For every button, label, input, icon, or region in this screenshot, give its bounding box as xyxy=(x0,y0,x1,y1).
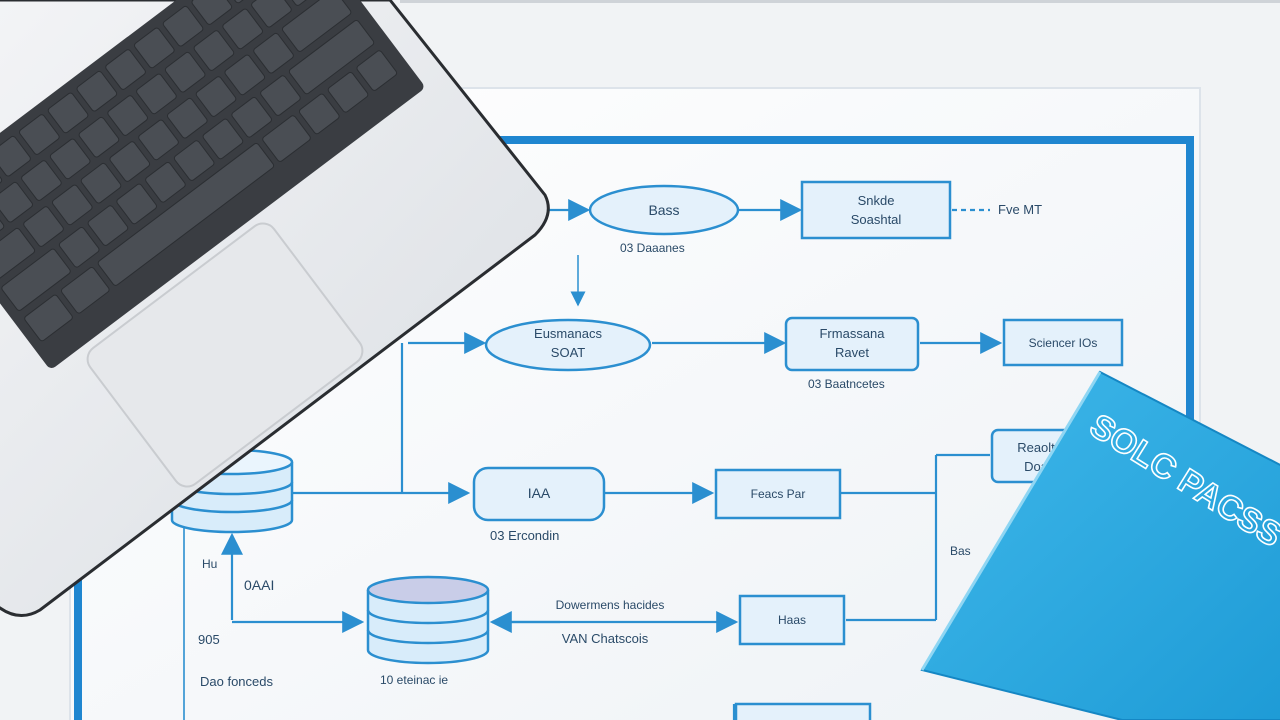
svg-text:Frmassana: Frmassana xyxy=(819,326,885,341)
label-905: 905 xyxy=(198,632,220,647)
node-iaa: IAA xyxy=(472,466,606,522)
label-eteinac: 10 eteinac ie xyxy=(380,673,448,687)
blue-book: SOLC PACSS xyxy=(920,370,1280,720)
svg-text:Ravet: Ravet xyxy=(835,345,869,360)
label-baatncetes: 03 Baatncetes xyxy=(808,377,885,391)
svg-text:Eusmanacs: Eusmanacs xyxy=(534,326,602,341)
laptop xyxy=(0,0,550,617)
node-eusmanacs: Eusmanacs SOAT xyxy=(484,318,652,372)
label-dowermens: Dowermens hacides xyxy=(556,598,665,612)
node-sciencer: Sciencer IOs xyxy=(1002,318,1124,367)
node-bottom xyxy=(734,702,872,720)
svg-text:Sciencer IOs: Sciencer IOs xyxy=(1029,336,1098,350)
node-frmassana: Frmassana Ravet xyxy=(784,316,920,372)
label-ercondin: 03 Ercondin xyxy=(490,528,559,543)
laptop-keyboard xyxy=(0,0,424,368)
label-van: VAN Chatscois xyxy=(562,631,649,646)
svg-text:Feacs Par: Feacs Par xyxy=(751,487,806,501)
svg-text:IAA: IAA xyxy=(528,485,551,501)
label-fve-mt: Fve MT xyxy=(998,202,1042,217)
svg-text:Haas: Haas xyxy=(778,613,806,627)
svg-text:SOAT: SOAT xyxy=(551,345,585,360)
database-icon-center xyxy=(366,575,490,665)
node-snkde: Snkde Soashtal xyxy=(800,180,952,240)
connectors xyxy=(183,199,1003,720)
svg-text:Snkde: Snkde xyxy=(858,193,895,208)
node-bass: Bass xyxy=(588,184,740,236)
node-haas: Haas xyxy=(738,594,846,646)
label-bas: Bas xyxy=(950,544,971,558)
label-daaanes: 03 Daaanes xyxy=(620,241,685,255)
svg-text:Bass: Bass xyxy=(648,202,679,218)
label-dao-fonceds: Dao fonceds xyxy=(200,674,273,689)
svg-text:Soashtal: Soashtal xyxy=(851,212,902,227)
label-0aai: 0AAI xyxy=(244,577,274,593)
top-sheet-edge xyxy=(400,0,1280,3)
label-hu: Hu xyxy=(202,557,217,571)
laptop-trackpad xyxy=(86,222,364,488)
node-feacs: Feacs Par xyxy=(714,468,842,520)
svg-text:Reaolt: Reaolt xyxy=(1017,440,1055,455)
